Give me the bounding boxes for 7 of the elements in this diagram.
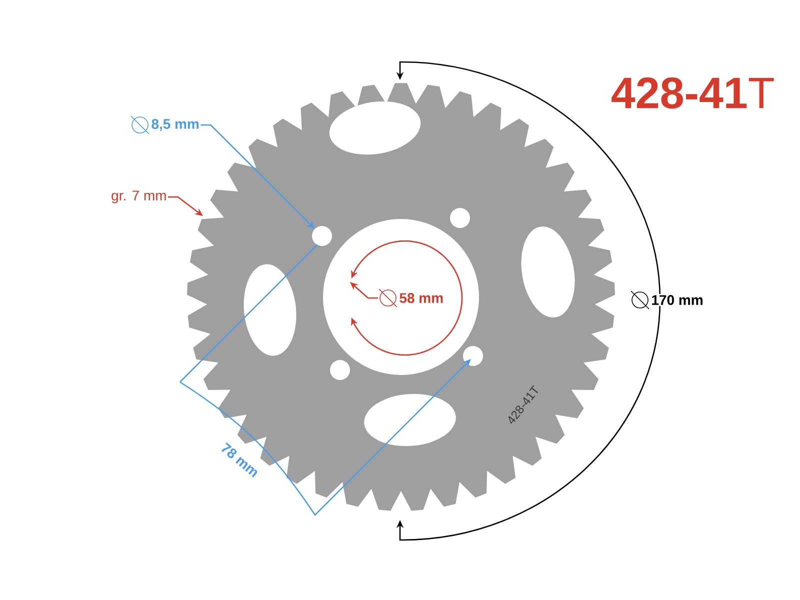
dimension-label: 8,5 mm xyxy=(152,119,199,131)
dimension-label: 170 mm xyxy=(650,294,704,306)
title: 428-41T xyxy=(612,77,774,109)
bolt-hole xyxy=(312,226,332,246)
dimension-label: 58 mm xyxy=(400,293,443,303)
dimension-label: gr. 7 mm xyxy=(112,190,166,204)
dimension-label: 78 mm xyxy=(218,440,262,480)
